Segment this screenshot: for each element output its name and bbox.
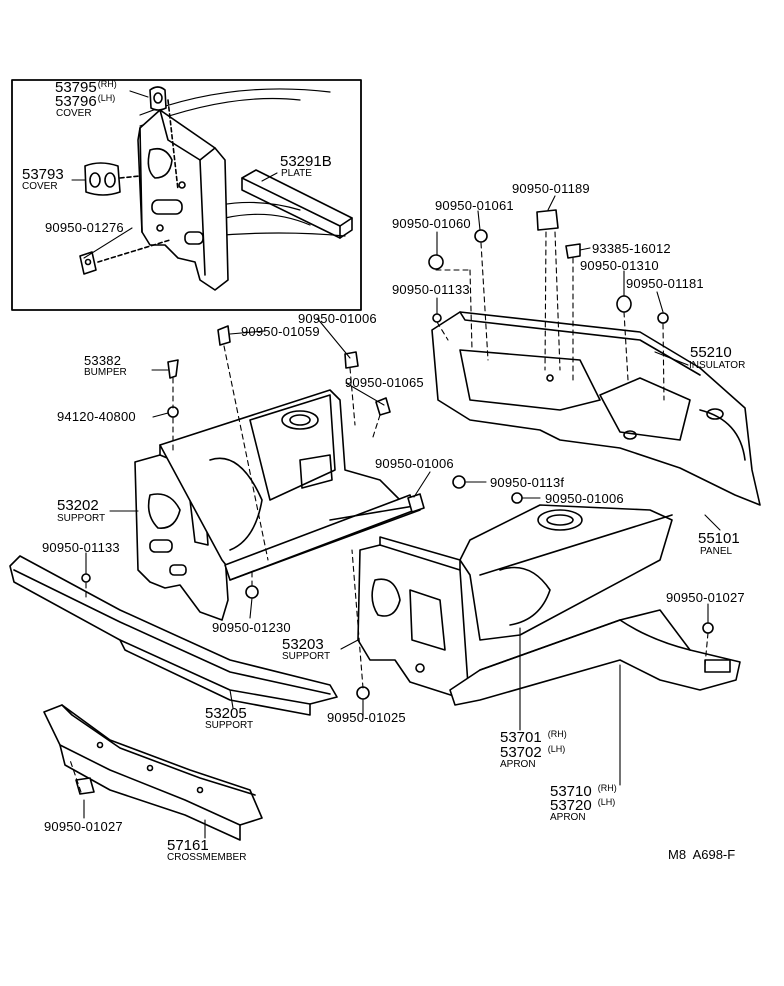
label-53701: 53701 (RH)	[500, 729, 567, 746]
label-90950-01059: 90950-01059	[241, 324, 320, 339]
tag-lh: (LH)	[597, 797, 616, 807]
dash-insulator	[431, 311, 761, 506]
radiator-support-bar	[9, 555, 338, 716]
label-55101: 55101	[698, 530, 740, 547]
label-plate: PLATE	[281, 168, 312, 179]
tag-rh: (RH)	[547, 729, 567, 739]
label-90950-01065: 90950-01065	[345, 375, 424, 390]
right-apron-assembly	[357, 504, 741, 706]
label-90950-0113f: 90950-0113f	[490, 475, 565, 490]
part-number-53795: 53795	[55, 79, 97, 96]
label-90950-01006-c: 90950-01006	[545, 491, 624, 506]
inset-bracket	[137, 109, 229, 291]
footer-code: M8 A698-F	[668, 847, 736, 862]
label-90950-01025: 90950-01025	[327, 710, 406, 725]
part-number-53796: 53796	[55, 93, 97, 110]
tag-rh: (RH)	[597, 783, 617, 793]
label-panel: PANEL	[700, 546, 733, 557]
label-57161: 57161	[167, 837, 209, 854]
label-90950-01006-a: 90950-01006	[298, 311, 377, 326]
inset-cover-53795	[149, 86, 179, 191]
label-insulator: INSULATOR	[689, 360, 746, 371]
label-90950-01189: 90950-01189	[512, 181, 590, 196]
label-cover-left: COVER	[22, 181, 58, 192]
label-53205: 53205	[205, 705, 247, 722]
label-53710: 53710 (RH)	[550, 783, 617, 800]
part-number-53702: 53702	[500, 744, 542, 761]
label-90950-01006-b: 90950-01006	[375, 456, 454, 471]
label-53203: 53203	[282, 636, 324, 653]
label-support-b: SUPPORT	[282, 651, 331, 662]
fasteners	[75, 209, 714, 795]
label-apron-a: APRON	[500, 759, 536, 770]
inset-cover-53793	[84, 162, 141, 196]
leader-lines	[71, 90, 721, 839]
label-53291b: 53291B	[280, 153, 332, 170]
label-55210: 55210	[690, 344, 732, 361]
part-number-53720: 53720	[550, 797, 592, 814]
label-53796: 53796(LH)	[55, 93, 116, 110]
label-90950-01230: 90950-01230	[212, 620, 291, 635]
part-number-53710: 53710	[550, 783, 592, 800]
label-53202: 53202	[57, 497, 99, 514]
label-bumper: BUMPER	[84, 367, 127, 378]
label-53795: 53795(RH)	[55, 79, 117, 96]
label-90950-01061: 90950-01061	[435, 198, 514, 213]
label-crossmember: CROSSMEMBER	[167, 852, 247, 863]
label-support-c: SUPPORT	[205, 720, 254, 731]
label-90950-01133-b: 90950-01133	[392, 282, 470, 297]
label-support-a: SUPPORT	[57, 513, 106, 524]
label-90950-01181: 90950-01181	[626, 276, 704, 291]
dashed-guides	[69, 231, 709, 793]
part-number-53701: 53701	[500, 729, 542, 746]
crossmember	[43, 704, 263, 841]
label-90950-01310: 90950-01310	[580, 258, 659, 273]
label-90950-01027-a: 90950-01027	[44, 819, 123, 834]
label-53382: 53382	[84, 353, 122, 368]
label-cover-top: COVER	[56, 108, 92, 119]
inset-plate	[241, 169, 353, 239]
label-90950-01027-b: 90950-01027	[666, 590, 745, 605]
label-53702: 53702 (LH)	[500, 744, 566, 761]
left-apron-assembly	[134, 389, 421, 621]
label-90950-01133-a: 90950-01133	[42, 540, 120, 555]
label-53720: 53720 (LH)	[550, 797, 616, 814]
tag-lh: (LH)	[97, 93, 116, 103]
label-apron-b: APRON	[550, 812, 586, 823]
label-90950-01060: 90950-01060	[392, 216, 471, 231]
label-90950-01276: 90950-01276	[45, 220, 124, 235]
label-94120-40800: 94120-40800	[57, 409, 136, 424]
label-93385-16012: 93385-16012	[592, 241, 671, 256]
inset-frame	[11, 79, 362, 311]
label-53793: 53793	[22, 166, 64, 183]
tag-lh: (LH)	[547, 744, 566, 754]
tag-rh: (RH)	[97, 79, 117, 89]
